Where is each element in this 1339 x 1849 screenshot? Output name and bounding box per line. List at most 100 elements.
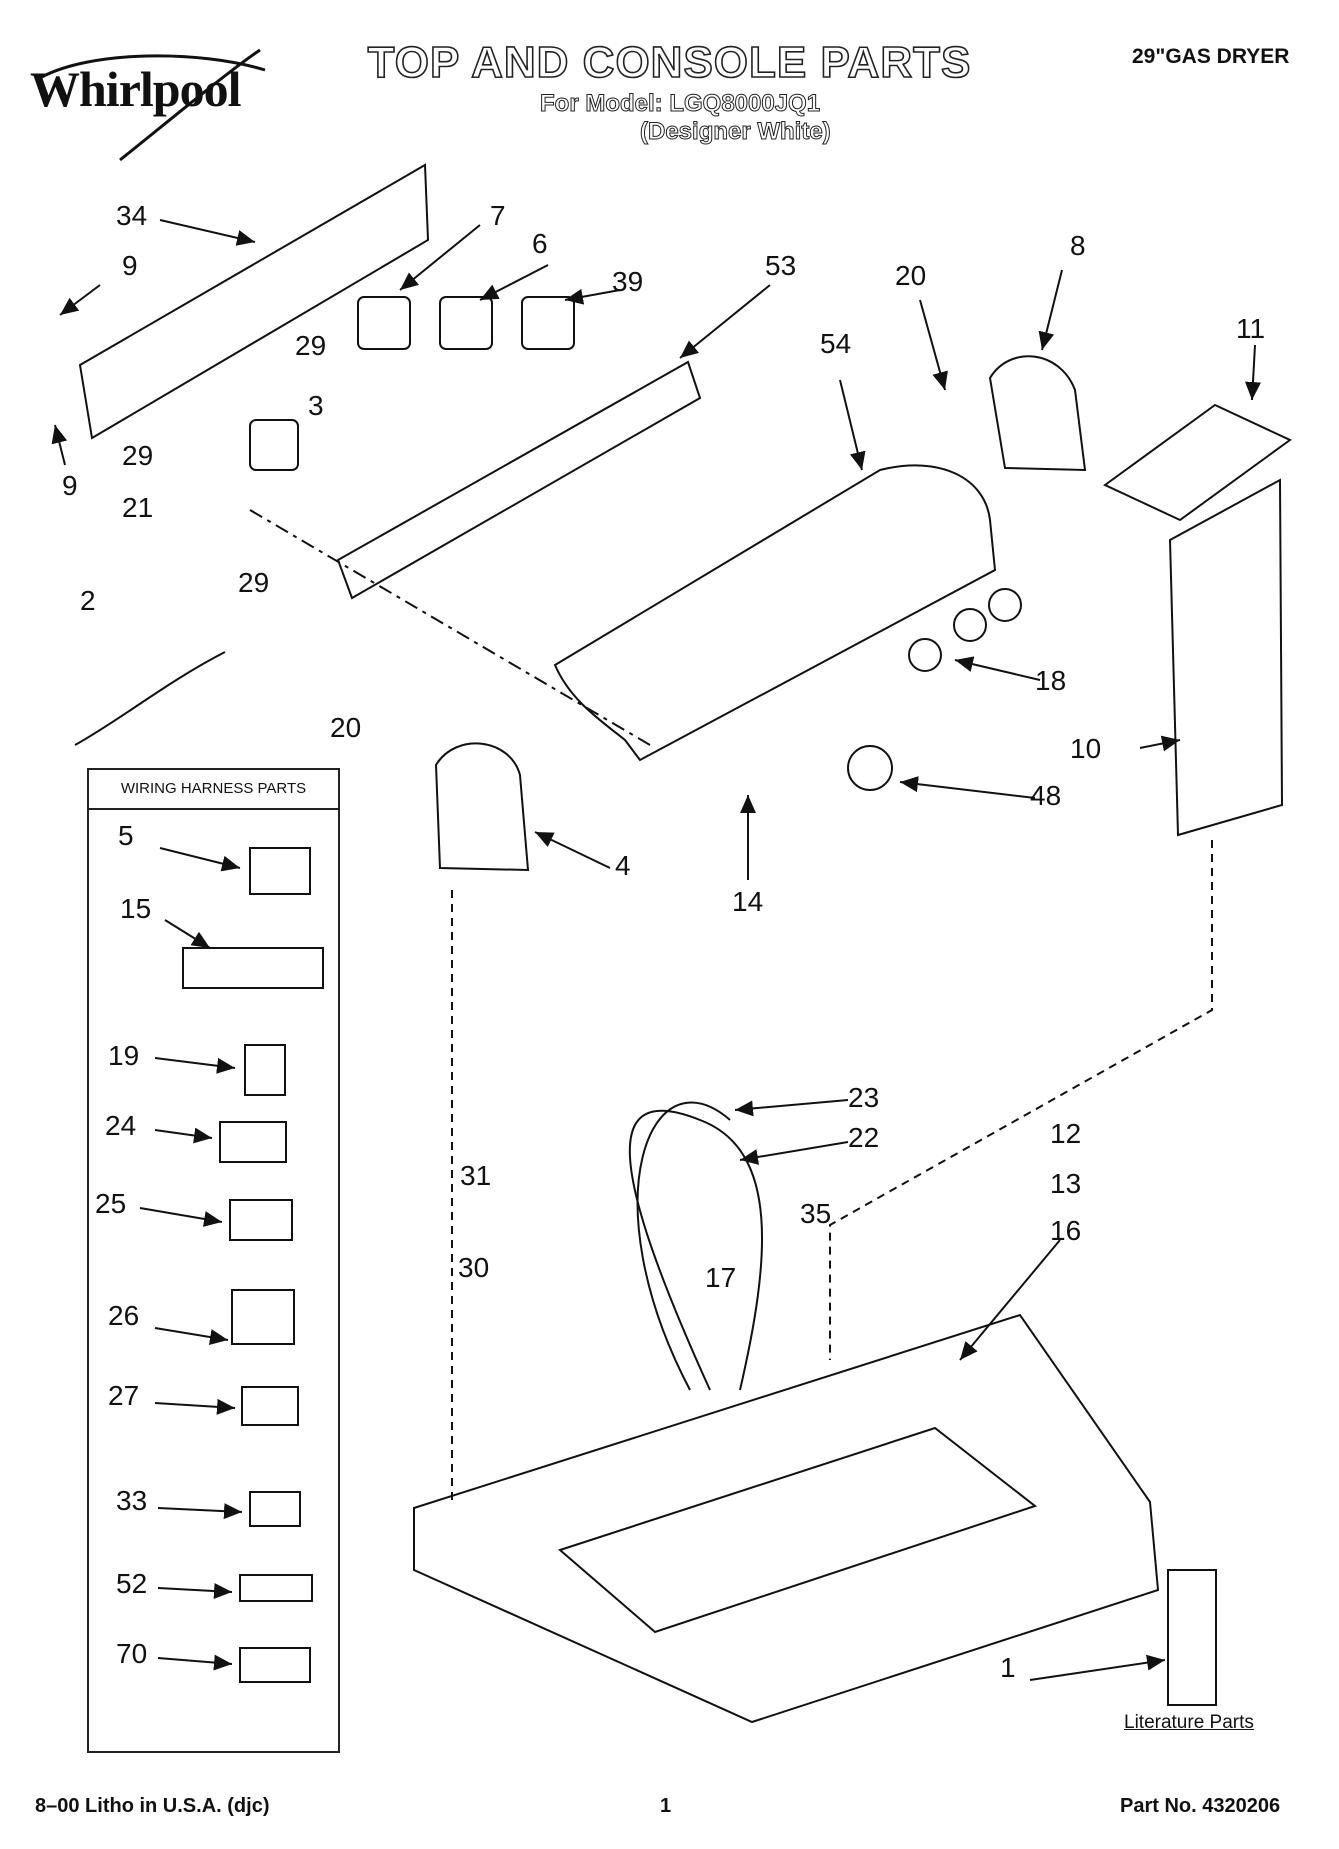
part-27-connector — [241, 1386, 299, 1426]
callout-15: 15 — [120, 893, 152, 924]
part-54-console — [553, 464, 997, 762]
part-18-knob-a — [988, 588, 1022, 622]
callout-54: 54 — [820, 328, 852, 359]
arrow-18 — [954, 656, 1041, 681]
callout-1: 1 — [1000, 1652, 1016, 1683]
callout-34: 34 — [116, 200, 148, 231]
arrow-8 — [1038, 269, 1063, 351]
arrow-24 — [154, 1127, 213, 1144]
part-31-harness — [628, 1109, 764, 1391]
callout-21: 21 — [122, 492, 154, 523]
arrow-15 — [164, 919, 211, 949]
callout-27: 27 — [108, 1380, 140, 1411]
arrow-11 — [1244, 344, 1261, 401]
part-7-switch — [357, 296, 411, 350]
arrow-53 — [679, 284, 771, 359]
arrow-23 — [734, 1099, 849, 1117]
callout-7: 7 — [490, 200, 506, 231]
arrow-9a — [59, 284, 101, 316]
arrow-6 — [479, 264, 549, 301]
arrow-16 — [959, 1239, 1061, 1361]
arrow-4 — [534, 831, 611, 869]
wiring-harness-title: WIRING HARNESS PARTS — [87, 768, 340, 810]
arrow-25 — [139, 1207, 223, 1227]
arrow-34 — [159, 219, 256, 246]
callout-23: 23 — [848, 1082, 880, 1113]
part-21-timer — [249, 419, 299, 471]
callout-9-top: 9 — [122, 250, 138, 281]
part-1-literature — [1167, 1569, 1217, 1706]
callout-11: 11 — [1236, 313, 1266, 344]
arrow-39 — [564, 288, 621, 305]
part-34-rear-panel — [78, 163, 430, 440]
part-53-control-bracket — [336, 360, 702, 600]
brand-swoosh — [39, 54, 266, 80]
document-type: 29"GAS DRYER — [1132, 45, 1290, 68]
brand-swoosh-lower — [119, 48, 261, 162]
part-70-connector — [239, 1647, 311, 1683]
part-24-connector — [219, 1121, 287, 1163]
arrow-9b — [51, 424, 68, 466]
callout-8: 8 — [1070, 230, 1086, 261]
callout-29-mid: 29 — [122, 440, 154, 471]
callout-33: 33 — [116, 1485, 148, 1516]
callout-9-bottom: 9 — [62, 470, 78, 501]
part-52-terminal — [239, 1574, 313, 1602]
part-25-connector — [229, 1199, 293, 1241]
callout-12: 12 — [1050, 1118, 1082, 1149]
callout-20-mid: 20 — [330, 712, 362, 743]
arrow-7 — [399, 224, 481, 291]
callout-20-top: 20 — [895, 260, 927, 291]
callout-39: 39 — [612, 266, 644, 297]
arrow-20a — [919, 299, 948, 391]
part-39-switch — [521, 296, 575, 350]
arrow-10 — [1139, 735, 1181, 752]
part-15-connector — [182, 947, 324, 989]
callout-6: 6 — [532, 228, 548, 259]
arrow-5 — [159, 847, 241, 872]
callout-70: 70 — [116, 1638, 148, 1669]
callout-18: 18 — [1035, 665, 1067, 696]
callout-26: 26 — [108, 1300, 140, 1331]
callout-29-top: 29 — [295, 330, 327, 361]
callout-14: 14 — [732, 886, 764, 917]
part-26-connector — [231, 1289, 295, 1345]
callout-29-bottom: 29 — [238, 567, 270, 598]
dryer-top — [413, 1313, 1160, 1724]
callout-10: 10 — [1070, 733, 1102, 764]
part-5-connector — [249, 847, 311, 895]
part-2-wire — [74, 651, 226, 746]
model-variant: (Designer White) — [640, 118, 832, 146]
part-10-frame — [1168, 478, 1284, 837]
part-18-knob-c — [908, 638, 942, 672]
callout-22: 22 — [848, 1122, 880, 1153]
arrow-22 — [739, 1141, 849, 1165]
callout-30: 30 — [458, 1252, 490, 1283]
arrow-70 — [157, 1654, 233, 1671]
arrow-52 — [157, 1583, 233, 1600]
arrow-54 — [839, 379, 866, 471]
arrow-19 — [154, 1057, 236, 1074]
part-31-harness-2 — [636, 1101, 731, 1391]
callout-13: 13 — [1050, 1168, 1082, 1199]
callout-25: 25 — [95, 1188, 127, 1219]
part-19-clip — [244, 1044, 286, 1096]
footer-part-number: Part No. 4320206 — [1120, 1795, 1281, 1817]
callout-24: 24 — [105, 1110, 137, 1141]
footer-page-number: 1 — [660, 1795, 672, 1817]
callout-53: 53 — [765, 250, 797, 281]
arrow-33 — [157, 1503, 243, 1520]
dryer-top-opening — [558, 1426, 1038, 1634]
part-33-connector — [249, 1491, 301, 1527]
footer-left: 8–00 Litho in U.S.A. (djc) — [35, 1795, 270, 1817]
part-8-end-cap — [988, 355, 1087, 472]
part-18-knob-b — [953, 608, 987, 642]
callout-35: 35 — [800, 1198, 832, 1229]
callout-48: 48 — [1030, 780, 1062, 811]
callout-52: 52 — [116, 1568, 148, 1599]
arrow-27 — [154, 1398, 236, 1415]
arrow-26 — [154, 1327, 229, 1345]
callout-4: 4 — [615, 850, 631, 881]
wiring-harness-box — [87, 768, 340, 1753]
